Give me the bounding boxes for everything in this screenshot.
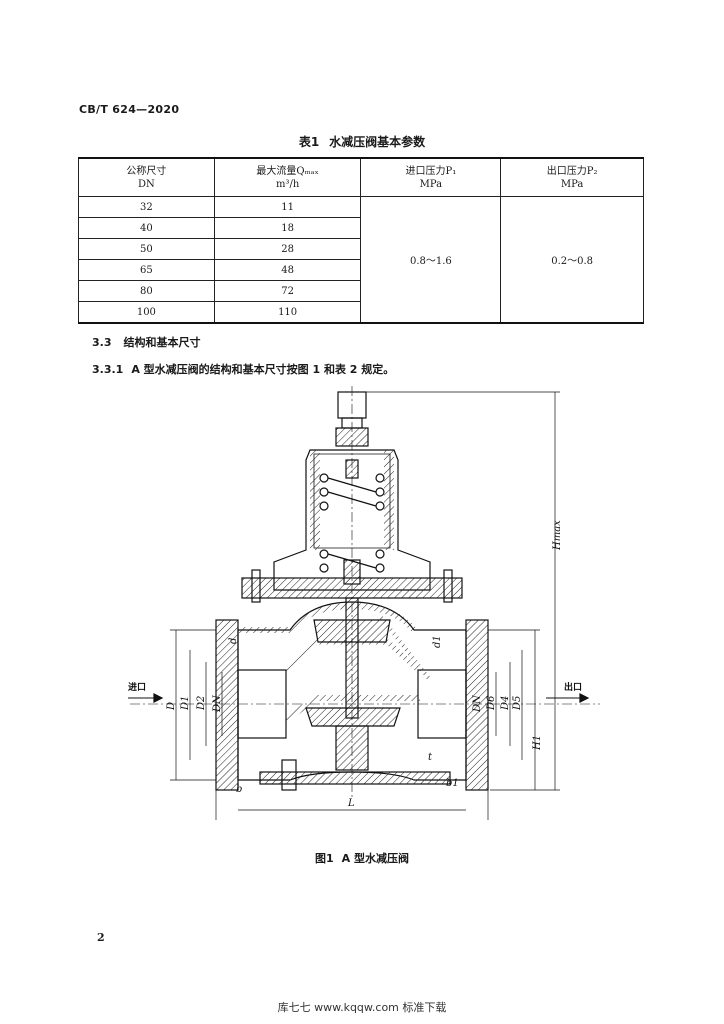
cell-dn: 80	[78, 280, 215, 302]
bottom-cover	[259, 771, 451, 785]
dim-d: d	[228, 638, 239, 644]
dim-D: D	[166, 702, 177, 711]
section-3-3-heading: 3.3 结构和基本尺寸	[92, 334, 201, 350]
dim-t: t	[428, 752, 433, 763]
cell-inlet-pressure: 0.8～1.6	[360, 196, 502, 324]
table-row: 32 11 0.8～1.6 0.2～0.8	[78, 196, 644, 324]
cell-outlet-pressure: 0.2～0.8	[500, 196, 644, 324]
footer-watermark: 库七七 www.kqqw.com 标准下载	[277, 1001, 447, 1014]
dim-D6: D6	[486, 695, 497, 711]
cell-flow: 110	[213, 301, 362, 324]
cell-dn: 65	[78, 259, 215, 281]
cell-flow: 11	[213, 196, 362, 218]
drain-plug	[281, 759, 297, 791]
cell-dn: 32	[78, 196, 215, 218]
dim-DN-right: DN	[472, 694, 483, 713]
lower-piston	[305, 707, 401, 727]
dim-hmax: Hmax	[552, 520, 563, 551]
section-text: A 型水减压阀的结构和基本尺寸按图 1 和表 2 规定。	[131, 363, 395, 376]
section-number: 3.3	[92, 336, 112, 349]
section-title: 结构和基本尺寸	[123, 336, 201, 349]
dim-D2: D2	[196, 696, 207, 711]
valve-drawing: 进口 出口 Hmax H1 L b b1 d d1 D D1 D2 DN DN …	[128, 386, 600, 820]
dim-b1: b1	[446, 778, 459, 789]
dim-l: L	[347, 798, 355, 809]
page-number: 2	[97, 931, 105, 944]
cell-flow: 48	[213, 259, 362, 281]
outlet-label: 出口	[564, 681, 582, 693]
dim-h1: H1	[532, 735, 543, 751]
figure-caption-number: 图1	[315, 852, 334, 865]
valve-disc	[313, 619, 391, 643]
dim-D4: D4	[500, 696, 511, 711]
dim-b: b	[236, 784, 242, 795]
flange-bolt-right	[443, 569, 453, 603]
table-caption: 表1 水减压阀基本参数	[0, 133, 724, 150]
cell-flow: 28	[213, 238, 362, 260]
cell-dn: 50	[78, 238, 215, 260]
flange-bolt-left	[251, 569, 261, 603]
inlet-label: 进口	[128, 681, 146, 693]
cell-flow: 72	[213, 280, 362, 302]
standard-code: CB/T 624—2020	[79, 103, 180, 116]
cell-flow: 18	[213, 217, 362, 239]
figure-caption-text: A 型水减压阀	[341, 852, 409, 865]
figure-caption: 图1 A 型水减压阀	[0, 850, 724, 866]
dim-D5: D5	[512, 696, 523, 711]
section-3-3-1-paragraph: 3.3.1 A 型水减压阀的结构和基本尺寸按图 1 和表 2 规定。	[92, 361, 394, 377]
cell-dn: 100	[78, 301, 215, 324]
dim-D1: D1	[180, 696, 191, 711]
table-caption-text: 水减压阀基本参数	[329, 135, 426, 149]
dim-DN-left: DN	[212, 694, 223, 713]
dim-d1: d1	[432, 635, 443, 648]
section-number: 3.3.1	[92, 363, 124, 376]
table-caption-number: 表1	[298, 135, 320, 149]
cell-dn: 40	[78, 217, 215, 239]
